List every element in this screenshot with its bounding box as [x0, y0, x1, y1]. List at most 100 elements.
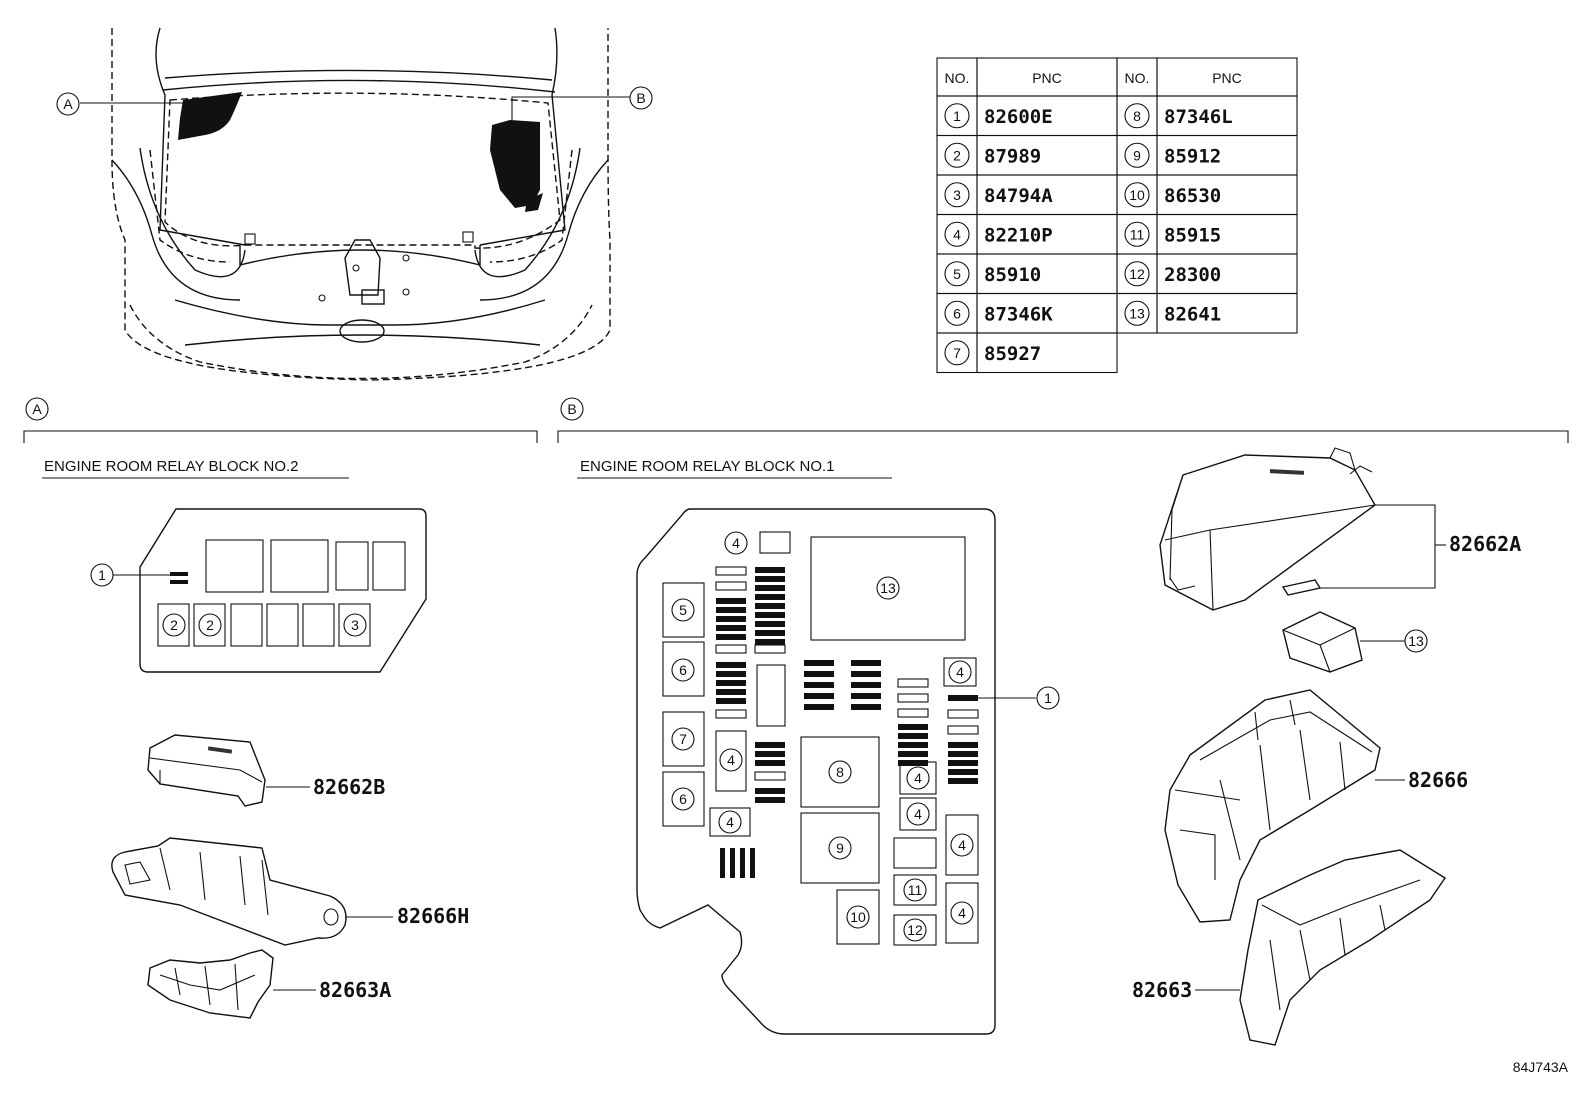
part-label-82662b: 82662B [313, 775, 385, 799]
pnc-value: 85912 [1164, 145, 1221, 167]
callout-b-top: B [629, 86, 653, 110]
row-number-circle [944, 300, 970, 326]
callout-circle [671, 727, 695, 751]
callout-number: 12 [907, 922, 923, 938]
callout-circle [903, 918, 927, 942]
callout-number: 4 [732, 535, 740, 551]
callout-circle [876, 576, 900, 600]
row-number: 5 [953, 266, 961, 282]
lower-82663a-drawing [147, 949, 316, 1019]
case-82666-drawing [1164, 689, 1405, 923]
section-a-marker: A [32, 401, 42, 417]
svg-text:A: A [63, 96, 73, 112]
row-number: 8 [1133, 108, 1141, 124]
row-number-circle [944, 182, 970, 208]
callout-number: 9 [836, 840, 844, 856]
callout-circle [828, 836, 852, 860]
callout-number: 4 [727, 752, 735, 768]
callout-circle [719, 748, 743, 772]
pnc-value: 87989 [984, 145, 1041, 167]
pnc-value: 85915 [1164, 224, 1221, 246]
cover-82662a-drawing [1159, 447, 1446, 611]
section-a-title: ENGINE ROOM RELAY BLOCK NO.2 [44, 458, 299, 475]
callout-number: 1 [1044, 690, 1052, 706]
table-header-cell: PNC [1212, 70, 1242, 86]
callout-circle [906, 802, 930, 826]
pnc-value: 87346K [984, 303, 1053, 325]
circle-callout: 2 [198, 613, 222, 637]
callout-number: 6 [679, 662, 687, 678]
cover-82662b-drawing [147, 734, 310, 807]
row-number: 4 [953, 226, 961, 242]
pnc-value: 82600E [984, 106, 1053, 128]
row-number: 2 [953, 147, 961, 163]
circle-callout: 2 [162, 613, 186, 637]
pnc-value: 82210P [984, 224, 1053, 246]
relay-block-no1-layout [636, 508, 1036, 1035]
pnc-value: 28300 [1164, 264, 1221, 286]
relay-block-a-location [178, 92, 242, 140]
callout-number: 10 [850, 909, 866, 925]
part-label-82662a: 82662A [1449, 532, 1521, 556]
relay-block-no2-layout [113, 508, 427, 673]
row-number: 12 [1129, 266, 1145, 282]
pnc-value: 86530 [1164, 185, 1221, 207]
fuse-outlines [715, 566, 979, 781]
callout-circle [671, 598, 695, 622]
row-number-circle [944, 340, 970, 366]
table-header-cell: PNC [1032, 70, 1062, 86]
figure-code: 84J743A [1513, 1059, 1569, 1075]
callout-number: 11 [908, 882, 923, 898]
callout-number: 7 [679, 731, 687, 747]
pnc-value: 87346L [1164, 106, 1233, 128]
lower-82663-drawing [1195, 849, 1446, 1046]
callout-number: 4 [956, 664, 964, 680]
callout-circle [671, 658, 695, 682]
part-label-82663: 82663 [1132, 978, 1192, 1002]
callout-circle [903, 878, 927, 902]
section-b-title: ENGINE ROOM RELAY BLOCK NO.1 [580, 458, 835, 475]
svg-text:B: B [636, 90, 645, 106]
row-number-circle [1124, 261, 1150, 287]
svg-text:13: 13 [1408, 633, 1424, 649]
pnc-value: 85927 [984, 343, 1041, 365]
row-number: 3 [953, 187, 961, 203]
vehicle-front-view [80, 27, 630, 381]
fuse-blocks [716, 567, 978, 803]
svg-text:3: 3 [351, 617, 359, 633]
callout-number: 4 [958, 837, 966, 853]
callout-circle [1036, 686, 1060, 710]
callout-circle [828, 760, 852, 784]
callout-a-top: A [56, 92, 80, 116]
row-number: 7 [953, 345, 961, 361]
row-number: 10 [1129, 187, 1145, 203]
callout-circle [950, 901, 974, 925]
callout-circle [846, 905, 870, 929]
circle-callout: 13 [1404, 629, 1428, 653]
section-b-marker: B [567, 401, 576, 417]
table-header-cell: NO. [945, 70, 970, 86]
callout-number: 5 [679, 602, 687, 618]
row-number: 1 [953, 108, 961, 124]
row-number-circle [1124, 300, 1150, 326]
svg-text:2: 2 [206, 617, 214, 633]
row-number-circle [944, 261, 970, 287]
table-header-cell: NO. [1125, 70, 1150, 86]
part-label-82663a: 82663A [319, 978, 391, 1002]
circle-callout: 1 [90, 563, 114, 587]
svg-text:1: 1 [98, 567, 106, 583]
row-number-circle [1124, 142, 1150, 168]
row-number: 13 [1129, 305, 1145, 321]
callout-number: 6 [679, 791, 687, 807]
row-number-circle [1124, 103, 1150, 129]
relay-block-b-location [490, 120, 540, 208]
row-number: 6 [953, 305, 961, 321]
row-number-circle [1124, 221, 1150, 247]
relay-13-drawing [1282, 611, 1405, 673]
pnc-value: 85910 [984, 264, 1041, 286]
section-b-bracket: B ENGINE ROOM RELAY BLOCK NO.1 [557, 397, 1569, 479]
svg-text:2: 2 [170, 617, 178, 633]
callout-number: 8 [836, 764, 844, 780]
callout-number: 4 [958, 905, 966, 921]
pnc-value: 82641 [1164, 303, 1221, 325]
